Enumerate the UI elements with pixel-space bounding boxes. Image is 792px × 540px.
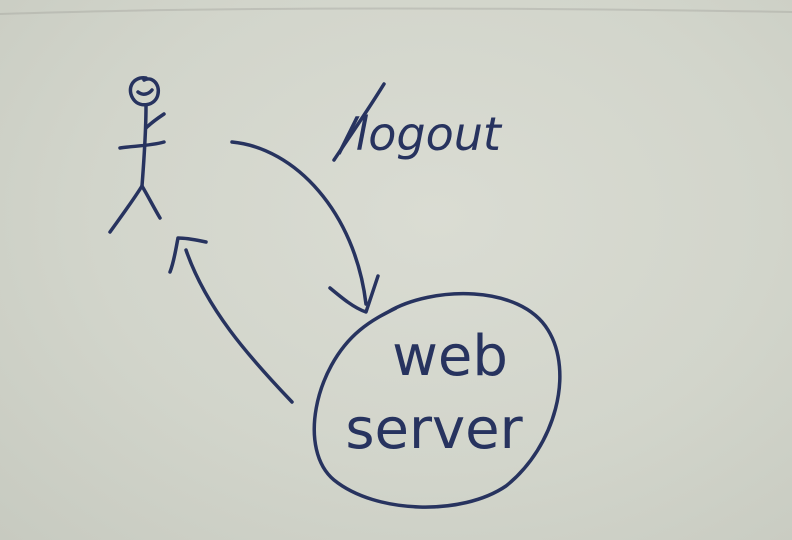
response-arrow-head <box>168 236 208 274</box>
stick-figure-arms <box>118 112 166 150</box>
web-server-node: web server <box>312 291 562 509</box>
logout-label-group: /logout <box>332 82 503 162</box>
stick-figure-face <box>136 88 154 96</box>
server-label: server <box>345 397 523 462</box>
web-label: web <box>392 324 508 389</box>
stick-figure-head <box>128 76 161 107</box>
logout-label: /logout <box>336 107 503 161</box>
request-arrow-head <box>328 274 380 314</box>
logout-slash-stroke <box>332 82 386 162</box>
board-edge <box>0 7 792 15</box>
user-stick-figure <box>108 76 166 234</box>
request-arrow <box>230 140 380 314</box>
request-arrow-shaft <box>230 140 368 306</box>
response-arrow <box>168 236 294 404</box>
web-server-circle <box>312 291 562 509</box>
stick-figure-legs <box>108 184 162 234</box>
response-arrow-shaft <box>184 248 294 404</box>
